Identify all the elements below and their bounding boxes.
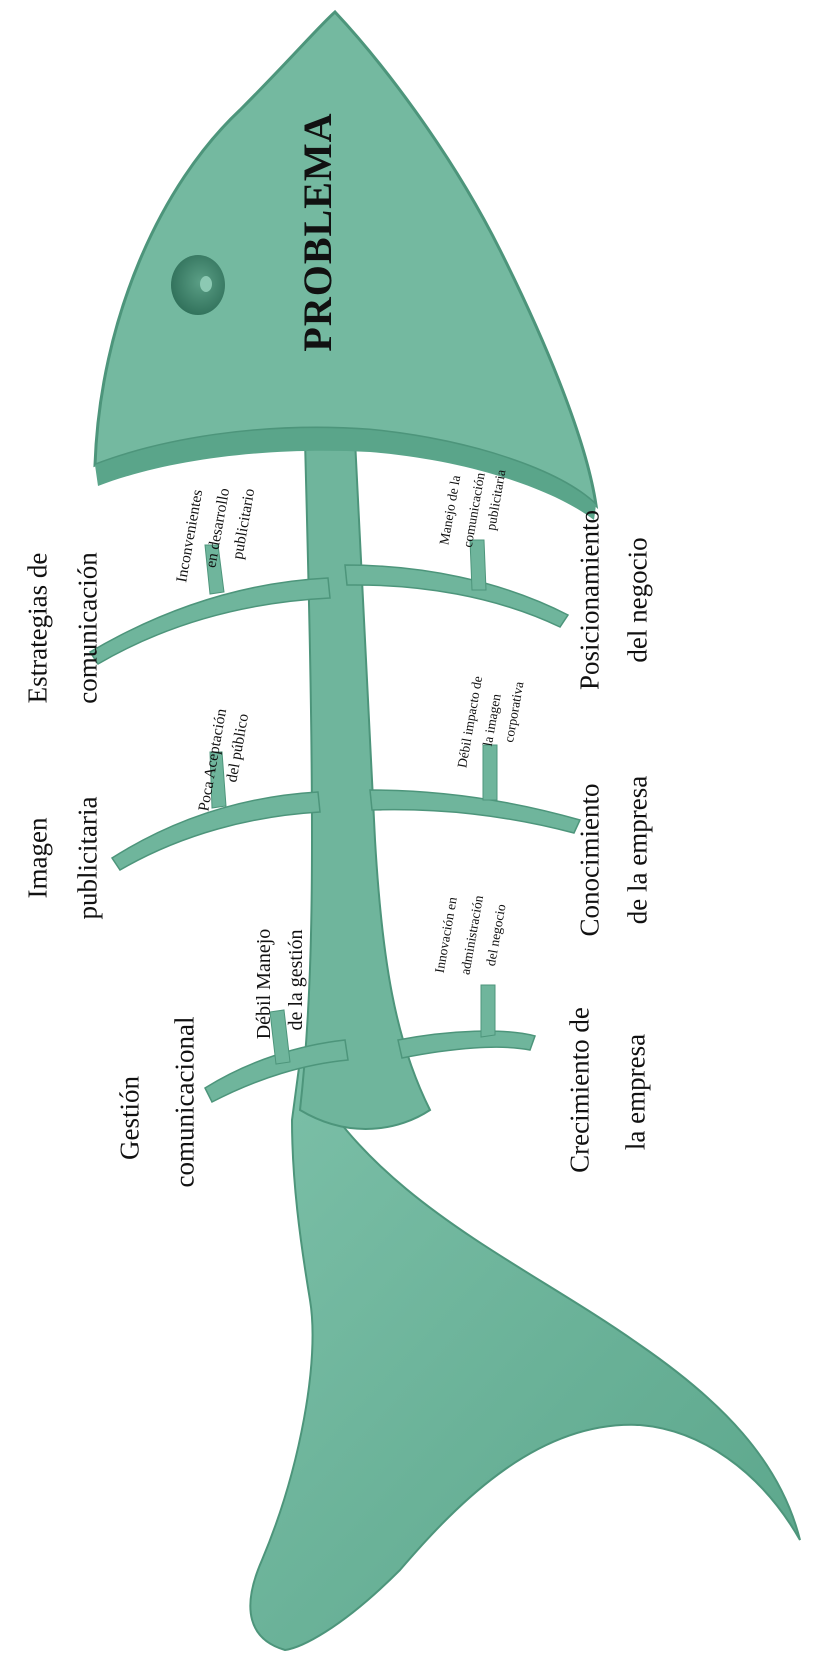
fish-eye-highlight [200,276,212,292]
fish-eye [171,255,225,315]
category-label-imagen-line2: publicitaria [75,797,102,920]
fish-tail [250,1060,800,1650]
category-label-conocimiento-line1: Conocimiento [577,784,604,937]
category-label-gestion-line1: Gestión [117,1076,144,1160]
rib-middle-right [370,790,580,833]
category-label-crecimiento-line1: Crecimiento de [567,1007,594,1173]
category-label-estrategias-line1: Estrategias de [25,553,52,704]
category-label-imagen-line1: Imagen [25,818,52,899]
problem-title: PROBLEMA [298,112,338,351]
category-label-conocimiento-line2: de la empresa [625,776,652,924]
cause-label-gestion-line2: de la gestión [286,929,306,1030]
spike-conocimiento [483,745,497,800]
fish-spine [300,440,430,1129]
cause-label-gestion-line1: Débil Manejo [254,929,274,1040]
category-label-posicionamiento-line1: Posicionamiento [577,510,604,690]
category-label-posicionamiento-line2: del negocio [625,537,652,662]
spike-crecimiento [481,985,495,1037]
rib-bottom-right [398,1031,535,1058]
category-label-gestion-line2: comunicacional [172,1017,199,1188]
category-label-crecimiento-line2: la empresa [623,1034,650,1150]
category-label-estrategias-line2: comunicación [75,552,102,703]
rib-top-right [345,565,568,627]
